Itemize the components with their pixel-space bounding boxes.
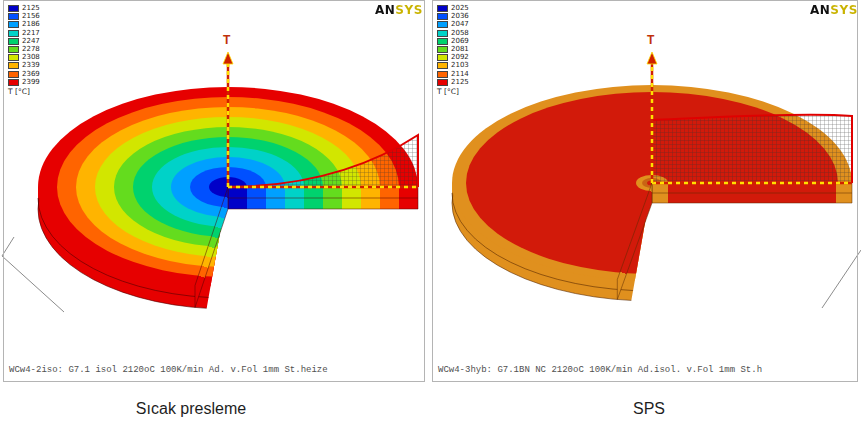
color-swatch [8, 21, 19, 28]
axis-arrowhead [223, 52, 233, 64]
radial-axis [228, 186, 418, 189]
legend-value: 2278 [22, 45, 40, 54]
cut-face [652, 183, 852, 203]
legend-value: 2156 [22, 12, 40, 21]
color-swatch [437, 62, 448, 69]
legend-value: 2339 [22, 61, 40, 70]
legend-value: 2036 [451, 12, 469, 21]
bracket-line [822, 250, 861, 308]
color-swatch [8, 38, 19, 45]
axis-label: T [647, 34, 654, 48]
color-swatch [8, 54, 19, 61]
cut-face [617, 183, 652, 300]
cut-face [195, 187, 228, 308]
color-swatch [8, 62, 19, 69]
layer-line [228, 198, 418, 199]
profile-plane [652, 115, 852, 183]
result-panel: WCw4-3hyb: G7.1BN NC 2120oC 100K/min Ad.… [432, 0, 858, 382]
legend-value: 2399 [22, 78, 40, 87]
legend-value: 2092 [451, 53, 469, 62]
color-swatch [437, 30, 448, 37]
legend-value: 2081 [451, 45, 469, 54]
temperature-axis [651, 63, 654, 183]
temperature-profile [228, 135, 418, 187]
color-swatch [8, 71, 19, 78]
software-logo: ANSYS [375, 4, 423, 18]
legend-value: 2047 [451, 20, 469, 29]
temperature-profile [652, 115, 852, 183]
color-swatch [437, 13, 448, 20]
color-swatch [8, 13, 19, 20]
legend-unit: T [°C] [8, 88, 30, 97]
temperature-axis [651, 63, 654, 183]
result-panel: WCw4-2iso: G7.1 isol 2120oC 100K/min Ad.… [3, 0, 425, 382]
color-swatch [8, 5, 19, 12]
legend-value: 2186 [22, 20, 40, 29]
color-swatch [8, 30, 19, 37]
legend-value: 2125 [22, 4, 40, 13]
color-swatch [8, 79, 19, 86]
temperature-axis [227, 63, 230, 187]
legend-value: 2103 [451, 61, 469, 70]
software-logo: ANSYS [810, 4, 858, 18]
legend-value: 2308 [22, 53, 40, 62]
color-swatch [437, 21, 448, 28]
simulation-info: WCw4-3hyb: G7.1BN NC 2120oC 100K/min Ad.… [438, 365, 762, 376]
legend-value: 2069 [451, 37, 469, 46]
color-swatch [437, 71, 448, 78]
temperature-axis [227, 63, 230, 187]
color-swatch [437, 38, 448, 45]
profile-plane [228, 135, 418, 187]
legend-value: 2114 [451, 70, 469, 79]
cut-face [228, 187, 418, 209]
color-swatch [437, 5, 448, 12]
panel-caption: Sıcak presleme [136, 399, 246, 418]
legend-value: 2369 [22, 70, 40, 79]
panel-caption: SPS [633, 399, 665, 418]
color-swatch [437, 54, 448, 61]
layer-line [652, 193, 852, 194]
legend-value: 2058 [451, 29, 469, 38]
color-swatch [437, 46, 448, 53]
radial-axis [652, 182, 852, 185]
radial-axis [228, 186, 418, 189]
simulation-info: WCw4-2iso: G7.1 isol 2120oC 100K/min Ad.… [9, 365, 328, 376]
axis-label: T [223, 34, 230, 48]
legend-unit: T [°C] [437, 88, 459, 97]
radial-axis [652, 182, 852, 185]
legend-value: 2025 [451, 4, 469, 13]
bracket-line [2, 237, 64, 312]
color-swatch [437, 79, 448, 86]
legend-value: 2217 [22, 29, 40, 38]
axis-arrowhead [647, 52, 657, 64]
legend-value: 2247 [22, 37, 40, 46]
legend-value: 2125 [451, 78, 469, 87]
color-swatch [8, 46, 19, 53]
